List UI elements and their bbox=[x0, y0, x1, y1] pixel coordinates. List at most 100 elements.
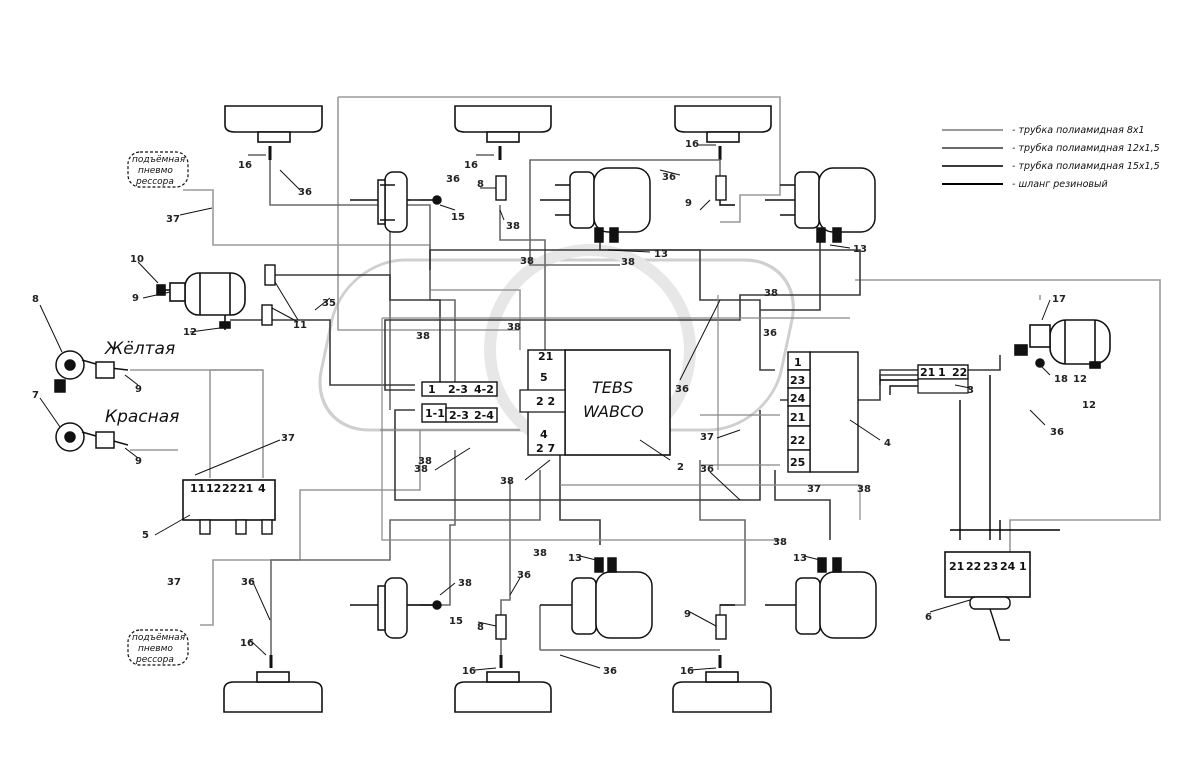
block-6-port-24: 24 bbox=[1000, 560, 1016, 573]
callout-10: 10 bbox=[130, 254, 144, 265]
block-5-port-12: 12 bbox=[206, 482, 221, 495]
block-5-port-21: 21 bbox=[238, 482, 253, 495]
callout-6: 6 bbox=[925, 612, 932, 623]
callout-8-b: 8 bbox=[32, 294, 39, 305]
module-4-port-25: 25 bbox=[790, 456, 805, 469]
wheel-bottom-mid bbox=[454, 655, 552, 713]
air-tank-left bbox=[156, 272, 246, 330]
callout-12-c: 12 bbox=[1082, 400, 1096, 411]
tebs-port-4: 4 bbox=[540, 428, 548, 441]
callout-11: 11 bbox=[293, 320, 307, 331]
block-5-port-4: 4 bbox=[258, 482, 266, 495]
valve-port-2-3-bottom: 2-3 bbox=[449, 409, 469, 422]
callout-37-d: 37 bbox=[807, 484, 821, 495]
callout-8-a: 8 bbox=[477, 179, 484, 190]
tebs-label-line2: WABCO bbox=[583, 402, 644, 421]
valve-block-2x3 bbox=[421, 381, 498, 423]
module-4-port-1: 1 bbox=[794, 356, 802, 369]
callout-17: 17 bbox=[1052, 294, 1066, 305]
module-4-port-21: 21 bbox=[790, 411, 805, 424]
tebs-module bbox=[564, 349, 671, 456]
legend-item-12x1.5: - трубка полиамидная 12х1,5 bbox=[1012, 143, 1160, 154]
brake-chamber-single-top bbox=[350, 171, 442, 233]
wheel-bottom-left bbox=[223, 655, 323, 713]
callout-38-l: 38 bbox=[458, 578, 472, 589]
callout-16-d: 16 bbox=[462, 666, 476, 677]
callout-13-b: 13 bbox=[853, 244, 867, 255]
valve-3-port-21: 21 bbox=[920, 366, 935, 379]
callout-15-b: 15 bbox=[449, 616, 463, 627]
block-5 bbox=[182, 479, 276, 521]
coupling-yellow-label: Жёлтая bbox=[104, 339, 175, 359]
callout-5: 5 bbox=[142, 530, 149, 541]
legend-item-8x1: - трубка полиамидная 8х1 bbox=[1012, 125, 1145, 136]
callout-38-c: 38 bbox=[621, 257, 635, 268]
valve-port-1: 1 bbox=[428, 383, 436, 396]
brake-chamber-double-bottom-mid bbox=[540, 557, 653, 639]
legend-item-15x1.5: - трубка полиамидная 15х1,5 bbox=[1012, 161, 1160, 172]
block-6-port-23: 23 bbox=[983, 560, 998, 573]
callout-38-b: 38 bbox=[520, 256, 534, 267]
svg-text:рессора: рессора bbox=[135, 655, 174, 665]
callout-37-e: 37 bbox=[167, 577, 181, 588]
brake-chamber-single-bottom bbox=[350, 577, 442, 639]
callout-38-g: 38 bbox=[414, 464, 428, 475]
callout-36-i: 36 bbox=[603, 666, 617, 677]
valve-port-4-2: 4-2 bbox=[474, 383, 494, 396]
callout-16-a: 16 bbox=[238, 160, 252, 171]
callout-38-j: 38 bbox=[773, 537, 787, 548]
air-spring-note-top: подъёмная пневмо рессора bbox=[127, 151, 189, 188]
coupling-red bbox=[55, 422, 129, 452]
tebs-port-5: 5 bbox=[540, 371, 548, 384]
callout-12-b: 12 bbox=[1073, 374, 1087, 385]
callout-9-c: 9 bbox=[135, 384, 142, 395]
svg-text:рессора: рессора bbox=[135, 177, 174, 187]
valve-port-2-3-top: 2-3 bbox=[448, 383, 468, 396]
callout-16-f: 16 bbox=[680, 666, 694, 677]
callout-36-j: 36 bbox=[1050, 427, 1064, 438]
callout-12-a: 12 bbox=[183, 327, 197, 338]
block-5-feet bbox=[199, 519, 273, 535]
wheel-top-left bbox=[224, 105, 323, 160]
block-6-port-21: 21 bbox=[949, 560, 964, 573]
callout-8-c: 8 bbox=[477, 622, 484, 633]
brake-chamber-double-top-mid bbox=[540, 167, 651, 243]
callout-36-g: 36 bbox=[241, 577, 255, 588]
valve-3-lever bbox=[889, 385, 918, 395]
callout-38-f: 38 bbox=[416, 331, 430, 342]
callout-36-d: 36 bbox=[763, 328, 777, 339]
tebs-port-27: 2 7 bbox=[536, 442, 555, 455]
callout-4: 4 bbox=[884, 438, 891, 449]
callout-numbers: 16 36 37 16 36 8 38 15 16 36 9 13 13 38 … bbox=[32, 139, 1096, 677]
valve-3-port-1: 1 bbox=[938, 366, 946, 379]
wheel-top-right bbox=[674, 105, 772, 160]
callout-37-c: 37 bbox=[700, 432, 714, 443]
legend: - трубка полиамидная 8х1 - трубка полиам… bbox=[942, 125, 1160, 190]
callout-9-e: 9 bbox=[684, 609, 691, 620]
callout-9-b: 9 bbox=[132, 293, 139, 304]
tebs-port-22: 2 2 bbox=[536, 395, 555, 408]
callout-16-c: 16 bbox=[685, 139, 699, 150]
callout-9-a: 9 bbox=[685, 198, 692, 209]
block-6-pedal bbox=[969, 596, 1011, 641]
callout-38-a: 38 bbox=[506, 221, 520, 232]
module-4 bbox=[809, 351, 859, 473]
valve-11 bbox=[261, 264, 276, 326]
module-4-port-24: 24 bbox=[790, 392, 806, 405]
block-6-port-1: 1 bbox=[1019, 560, 1027, 573]
module-4-port-22: 22 bbox=[790, 434, 805, 447]
callout-36-b: 36 bbox=[446, 174, 460, 185]
callout-13-c: 13 bbox=[568, 553, 582, 564]
valve-port-2-4: 2-4 bbox=[474, 409, 494, 422]
svg-text:подъёмная: подъёмная bbox=[132, 633, 186, 643]
tebs-label-line1: TEBS bbox=[592, 378, 633, 397]
legend-item-hose: - шланг резиновый bbox=[1012, 179, 1108, 190]
coupling-yellow bbox=[54, 350, 129, 393]
callout-2: 2 bbox=[677, 462, 684, 473]
frame-lines bbox=[380, 295, 861, 541]
svg-text:пневмо: пневмо bbox=[138, 644, 173, 654]
tebs-port-21: 21 bbox=[538, 350, 553, 363]
svg-text:подъёмная: подъёмная bbox=[132, 155, 186, 165]
callout-16-e: 16 bbox=[240, 638, 254, 649]
